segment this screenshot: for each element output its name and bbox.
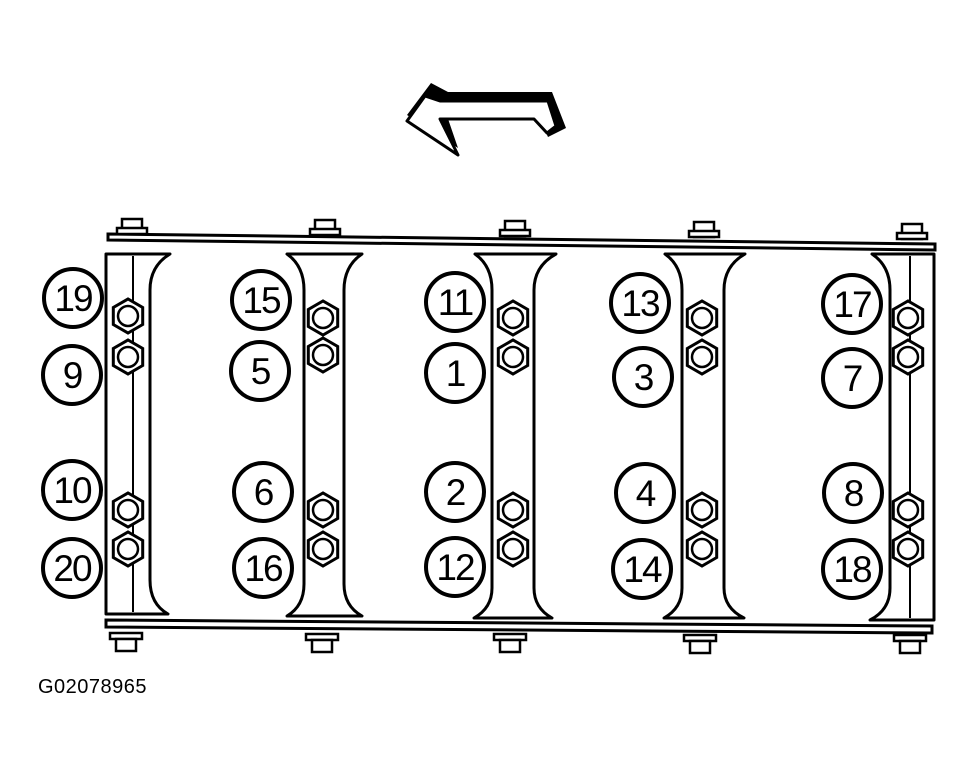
bolt-head-icon <box>496 299 530 337</box>
sequence-circle <box>614 462 676 524</box>
stud-icon <box>498 219 532 238</box>
bolt-head-icon <box>496 338 530 376</box>
sequence-number: 3 <box>634 357 653 398</box>
sequence-number: 9 <box>63 355 82 396</box>
sequence-number: 1 <box>446 353 465 394</box>
sequence-circle <box>229 340 291 402</box>
bolt-head-icon <box>111 338 145 376</box>
top-rail <box>106 232 937 252</box>
sequence-circle <box>424 536 486 598</box>
sequence-number: 10 <box>53 470 92 511</box>
tightening-sequence-labels: 19 9 10 20 15 5 6 16 11 1 2 12 13 3 4 14 <box>41 267 884 600</box>
sequence-circle <box>424 271 486 333</box>
stud-icon <box>492 632 528 654</box>
bolt-head-icon <box>306 299 340 337</box>
sequence-circle <box>41 344 103 406</box>
bolt-head-icon <box>685 491 719 529</box>
bolt-head-icon <box>685 299 719 337</box>
sequence-circle <box>232 461 294 523</box>
sequence-circle <box>612 346 674 408</box>
sequence-number: 19 <box>54 278 92 319</box>
sequence-number: 13 <box>621 283 659 324</box>
sequence-circle <box>609 272 671 334</box>
sequence-number: 4 <box>636 473 656 514</box>
bolt-head-icon <box>685 530 719 568</box>
sequence-circle <box>821 538 883 600</box>
sequence-number: 14 <box>623 549 662 590</box>
sequence-circle <box>230 269 292 331</box>
bolt-head-icon <box>306 491 340 529</box>
stud-icon <box>108 631 144 653</box>
sequence-number: 6 <box>254 472 273 513</box>
sequence-circle <box>424 461 486 523</box>
stud-icon <box>895 222 929 241</box>
bottom-rail <box>104 618 934 635</box>
sequence-number: 5 <box>251 351 271 392</box>
stud-icon <box>687 220 721 239</box>
sequence-circle <box>821 273 883 335</box>
sequence-number: 2 <box>446 472 465 513</box>
bolt-head-icon <box>306 530 340 568</box>
bolt-head-icon <box>891 338 925 376</box>
sequence-circle <box>232 537 294 599</box>
bolt-head-icon <box>891 491 925 529</box>
sequence-number: 8 <box>844 473 863 514</box>
bolt-head-icon <box>111 530 145 568</box>
top-studs <box>115 217 929 241</box>
figure-id: G02078965 <box>38 676 148 698</box>
sequence-circle <box>822 462 884 524</box>
bolt-head-icon <box>891 299 925 337</box>
bottom-studs <box>108 631 928 655</box>
stud-icon <box>304 632 340 654</box>
sequence-circle <box>611 538 673 600</box>
bolt-head-icon <box>111 297 145 335</box>
sequence-number: 15 <box>242 280 281 321</box>
sequence-circle <box>821 347 883 409</box>
bolt-head-icon <box>496 530 530 568</box>
cap-bolts <box>111 297 925 568</box>
bearing-cap <box>662 252 747 620</box>
stud-icon <box>115 217 149 236</box>
sequence-number: 11 <box>438 282 473 323</box>
bolt-head-icon <box>111 491 145 529</box>
bearing-cap <box>285 252 364 618</box>
stud-icon <box>308 218 342 237</box>
front-direction-arrow-icon <box>405 83 566 157</box>
sequence-number: 20 <box>53 548 92 589</box>
sequence-circle <box>41 537 103 599</box>
sequence-number: 7 <box>843 358 862 399</box>
bolt-head-icon <box>685 338 719 376</box>
bolt-head-icon <box>891 530 925 568</box>
sequence-circle <box>424 342 486 404</box>
sequence-number: 17 <box>833 284 871 325</box>
sequence-circle <box>42 267 104 329</box>
stud-icon <box>682 633 718 655</box>
bolt-head-icon <box>306 336 340 374</box>
sequence-number: 16 <box>244 548 282 589</box>
bearing-cap <box>472 252 558 620</box>
sequence-number: 18 <box>833 549 871 590</box>
stud-icon <box>892 633 928 655</box>
bolt-head-icon <box>496 491 530 529</box>
sequence-circle <box>41 459 103 521</box>
sequence-number: 12 <box>436 547 474 588</box>
